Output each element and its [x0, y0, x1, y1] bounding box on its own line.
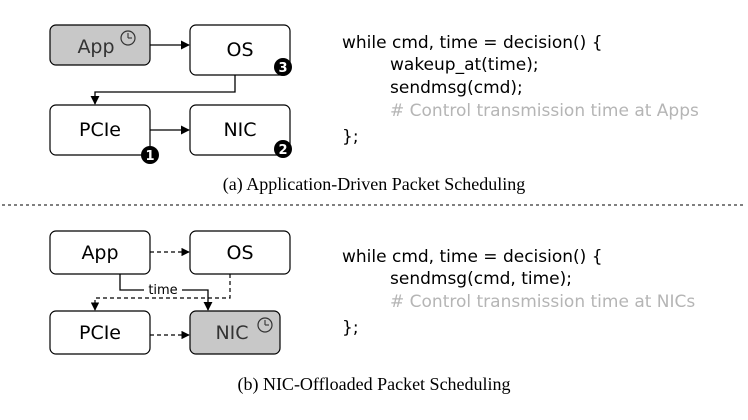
node-app-b: App — [49, 230, 151, 275]
code-line: }; — [342, 127, 359, 147]
time-label: time — [148, 283, 177, 298]
svg-text:3: 3 — [278, 61, 287, 76]
svg-text:2: 2 — [278, 143, 287, 158]
node-nic-a: NIC — [189, 104, 291, 156]
code-line: }; — [342, 318, 359, 338]
code-block-b: while cmd, time = decision() { sendmsg(c… — [342, 247, 695, 338]
node-os-b-label: OS — [226, 242, 253, 264]
node-nic-b-label: NIC — [215, 322, 248, 344]
time-label-bg — [144, 283, 182, 297]
code-block-a: while cmd, time = decision() { wakeup_at… — [342, 33, 699, 147]
code-line: while cmd, time = decision() { — [342, 33, 603, 53]
arrow-os-pcie-b — [90, 274, 231, 311]
code-comment: # Control transmission time at NICs — [390, 292, 695, 312]
caption-a: (a) Application-Driven Packet Scheduling — [223, 174, 525, 195]
node-os-a-label: OS — [226, 39, 253, 61]
node-nic-b: NIC — [189, 310, 281, 355]
arrow-os-pcie-a — [90, 75, 236, 105]
clock-icon — [120, 30, 136, 46]
node-app-b-label: App — [81, 242, 118, 264]
node-pcie-a-label: PCIe — [79, 119, 121, 141]
marker-2: 2 — [274, 140, 292, 158]
code-line: sendmsg(cmd, time); — [390, 269, 572, 289]
node-pcie-b-label: PCIe — [79, 322, 121, 344]
node-app-a-label: App — [77, 36, 114, 58]
marker-1: 1 — [141, 146, 159, 164]
clock-icon — [257, 317, 273, 333]
panel-a: App OS PCIe NIC 1 — [49, 24, 699, 195]
code-line: sendmsg(cmd); — [390, 78, 523, 98]
node-app-a: App — [49, 24, 151, 66]
svg-text:1: 1 — [145, 149, 154, 164]
node-os-a: OS — [189, 24, 291, 76]
caption-b: (b) NIC-Offloaded Packet Scheduling — [237, 374, 510, 395]
node-os-b: OS — [189, 230, 291, 275]
code-line: while cmd, time = decision() { — [342, 247, 603, 267]
node-pcie-b: PCIe — [49, 310, 151, 355]
code-line: wakeup_at(time); — [390, 55, 539, 75]
marker-3: 3 — [274, 58, 292, 76]
panel-b: App OS PCIe NIC time — [49, 230, 695, 395]
node-nic-a-label: NIC — [223, 119, 256, 141]
code-comment: # Control transmission time at Apps — [390, 101, 699, 121]
node-pcie-a: PCIe — [49, 104, 151, 156]
